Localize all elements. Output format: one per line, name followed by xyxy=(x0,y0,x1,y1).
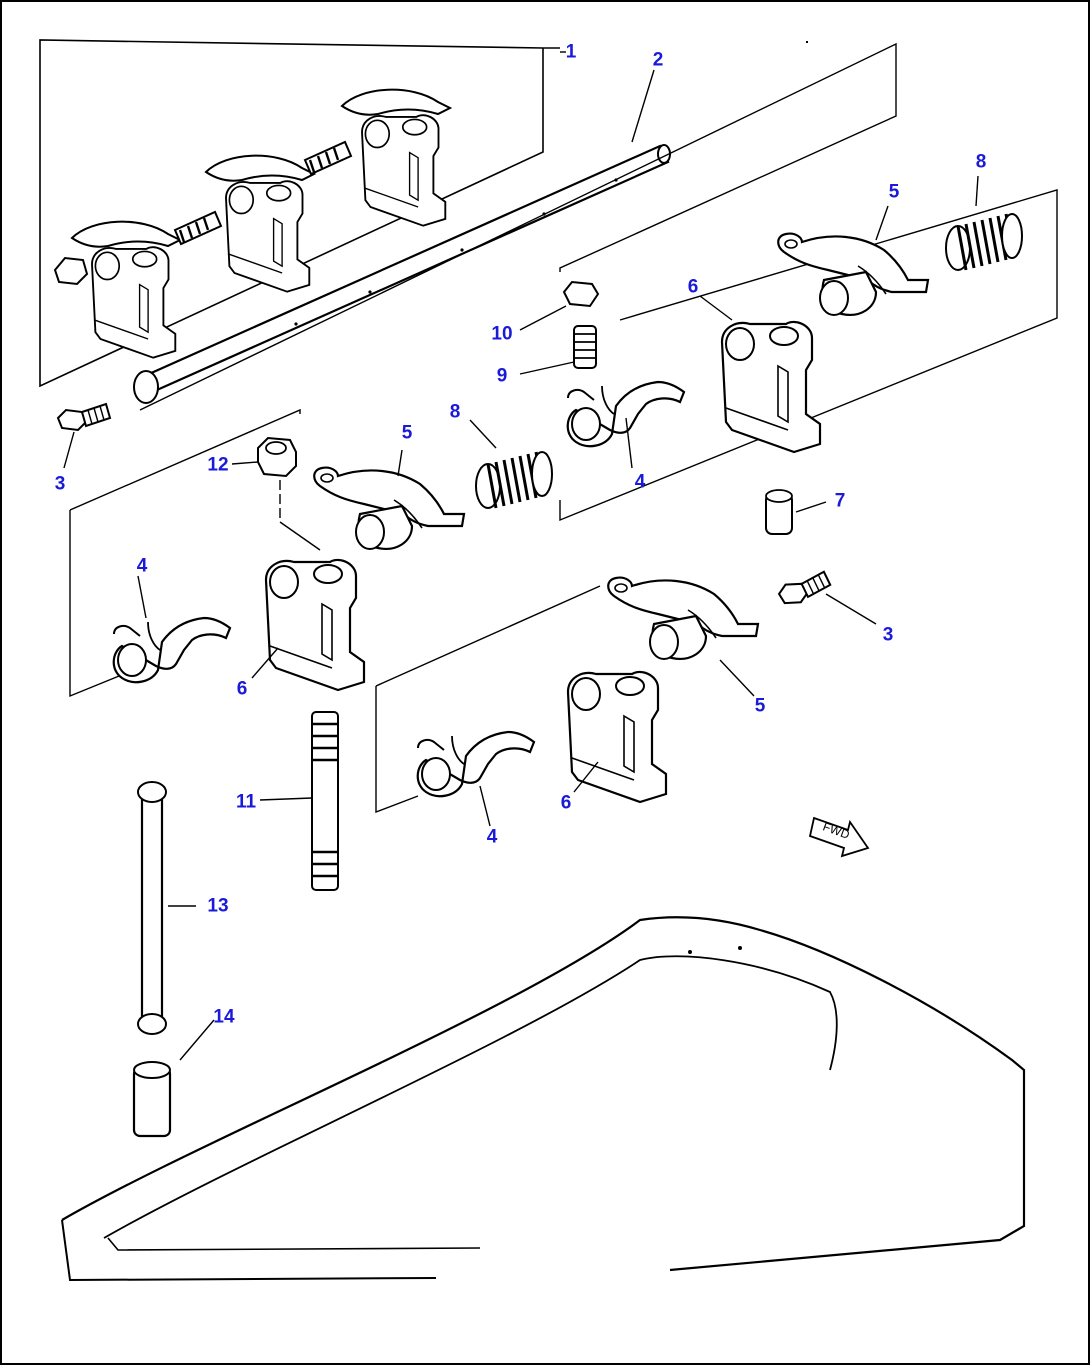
callout-11: 11 xyxy=(235,791,257,813)
cylinder-head-drawing xyxy=(61,916,1026,1282)
callout-12: 12 xyxy=(207,454,229,476)
callout-5: 5 xyxy=(754,695,766,717)
callout-4: 4 xyxy=(486,826,498,848)
callout-4: 4 xyxy=(634,471,646,493)
callout-4: 4 xyxy=(136,555,148,577)
assembly-drawing xyxy=(53,90,450,358)
callout-13: 13 xyxy=(207,895,229,917)
callout-7: 7 xyxy=(834,490,846,512)
callout-3: 3 xyxy=(882,624,894,646)
leader-lines xyxy=(63,51,979,1061)
callout-6: 6 xyxy=(687,276,699,298)
callout-5: 5 xyxy=(888,181,900,203)
fwd-arrow: FWD xyxy=(808,816,870,858)
callout-9: 9 xyxy=(496,365,508,387)
callout-1: 1 xyxy=(565,41,577,63)
callout-2: 2 xyxy=(652,49,664,71)
callout-8: 8 xyxy=(975,151,987,173)
nut-drawing xyxy=(257,436,297,478)
callout-3: 3 xyxy=(54,473,66,495)
callout-6: 6 xyxy=(236,678,248,700)
rocker-shaft-drawing xyxy=(133,144,671,404)
callout-14: 14 xyxy=(213,1006,235,1028)
callout-10: 10 xyxy=(491,323,513,345)
callout-5: 5 xyxy=(401,422,413,444)
callout-8: 8 xyxy=(449,401,461,423)
callout-6: 6 xyxy=(560,792,572,814)
